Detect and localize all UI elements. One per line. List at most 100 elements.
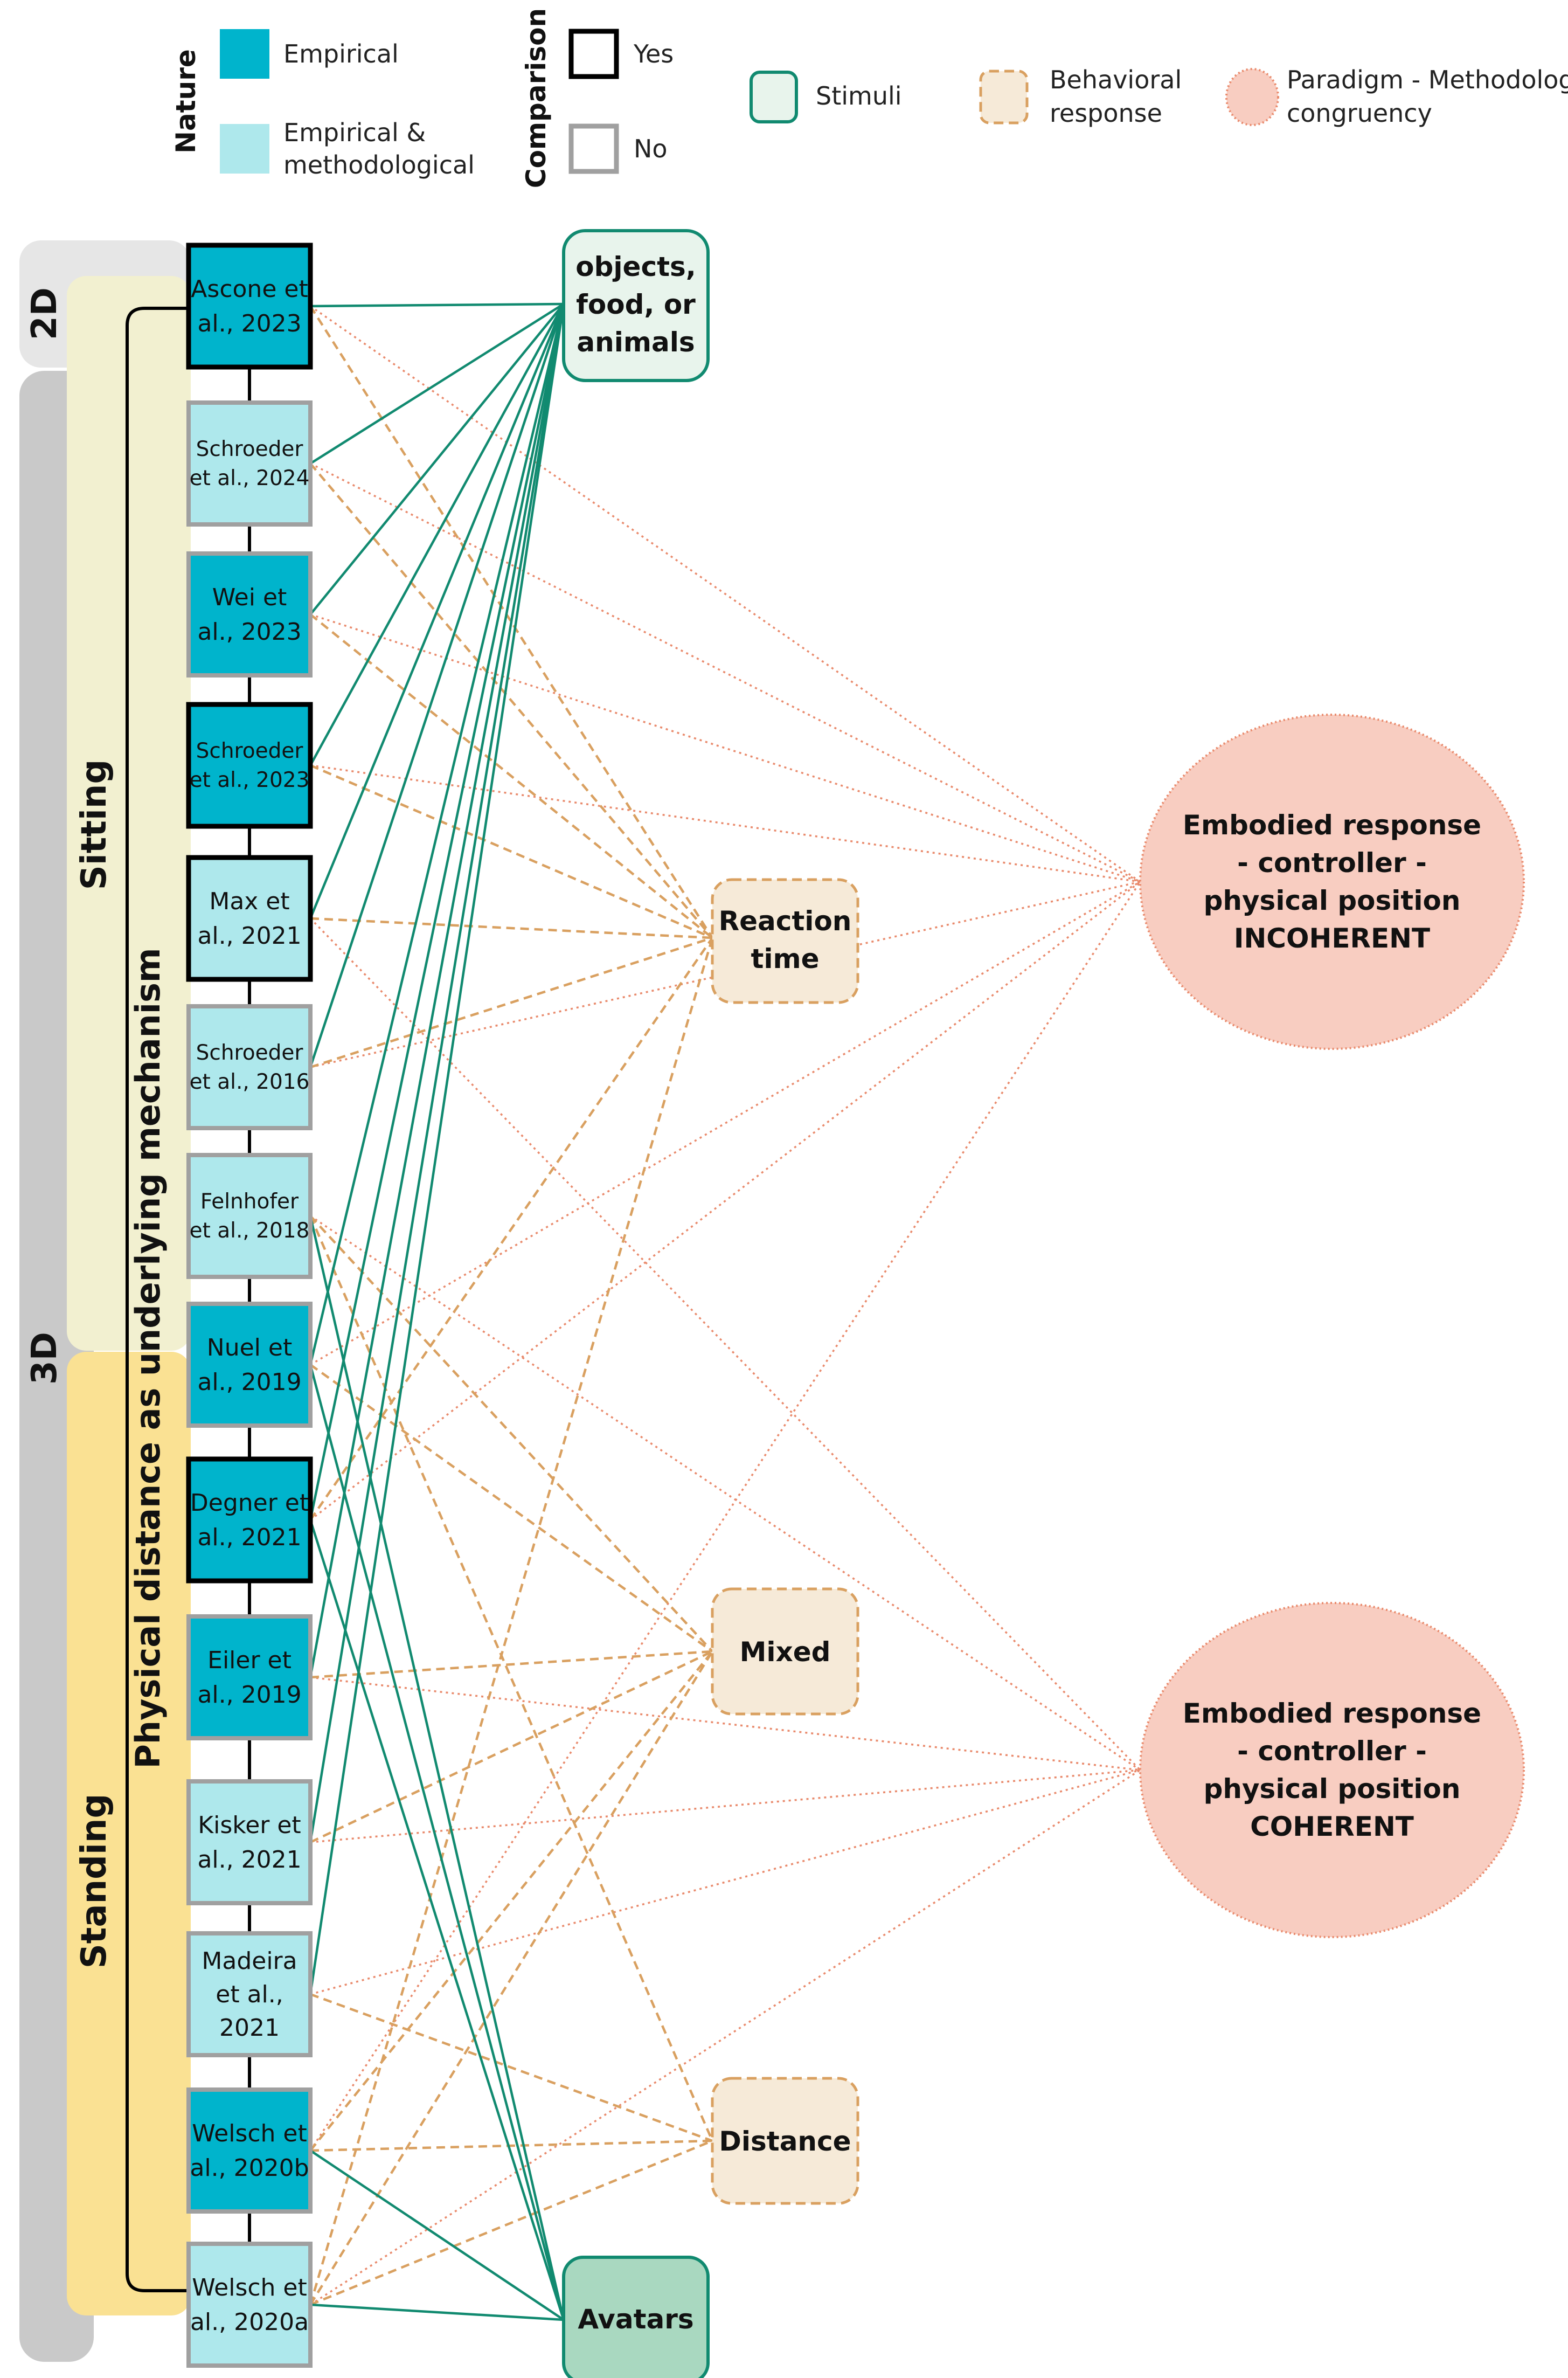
legend-label-no: No — [634, 134, 668, 163]
legend-swatch-yes — [568, 29, 619, 79]
stimuli-node-avatars: Avatars — [562, 2256, 710, 2378]
congruency-link — [310, 1215, 1141, 1771]
response-link — [309, 305, 713, 939]
legend-comparison-heading: Comparison — [521, 8, 552, 188]
stimuli-link — [309, 1519, 565, 2320]
legend-swatch-stimuli — [750, 71, 798, 123]
response-link — [310, 2139, 713, 2306]
response-links — [309, 305, 714, 2306]
stimuli-link — [309, 303, 565, 1365]
legend: Nature Empirical Empirical &methodologic… — [170, 8, 1568, 188]
stimuli-link — [309, 303, 565, 1678]
mechanism-label: Physical distance as underlying mechanis… — [128, 948, 168, 1768]
response-link — [309, 613, 713, 939]
congruency-node-coherent: Embodied response- controller -physical … — [1139, 1602, 1525, 1938]
svg-text:Avatars: Avatars — [578, 2304, 693, 2335]
stimuli-links — [309, 302, 565, 2321]
stimuli-link — [309, 2149, 565, 2321]
response-link — [310, 936, 713, 1069]
stimuli-link — [310, 2303, 564, 2321]
congruency-link — [310, 305, 1141, 883]
stimuli-link — [309, 303, 565, 1068]
response-link — [309, 1215, 713, 1653]
svg-text:Distance: Distance — [719, 2126, 851, 2157]
response-link — [310, 1993, 713, 2142]
stimuli-link — [309, 1364, 565, 2320]
svg-text:Embodied response- controller: Embodied response- controller -physical … — [1183, 1698, 1481, 1842]
stimuli-link — [309, 303, 565, 616]
group-label-standing: Standing — [74, 1794, 114, 1969]
svg-text:Embodied response- controller: Embodied response- controller -physical … — [1183, 810, 1481, 954]
response-link — [309, 1650, 713, 2306]
response-link — [310, 917, 713, 939]
legend-swatch-methodological — [220, 124, 269, 174]
response-link — [309, 1364, 713, 1653]
legend-swatch-empirical — [220, 29, 269, 79]
congruency-link — [309, 881, 1141, 2151]
stimuli-link — [309, 303, 565, 1520]
response-link — [309, 1650, 713, 2152]
group-label-sitting: Sitting — [74, 759, 114, 890]
legend-label-yes: Yes — [633, 39, 674, 68]
legend-label-methodological: Empirical &methodological — [283, 118, 475, 179]
svg-text:Mixed: Mixed — [740, 1636, 831, 1668]
stimuli-link — [310, 302, 564, 308]
response-node-mixed: Mixed — [711, 1587, 859, 1716]
congruency-link — [310, 1769, 1141, 2306]
legend-swatch-no — [568, 123, 619, 174]
legend-swatch-behavioral — [979, 70, 1029, 125]
legend-swatch-paradigm — [1225, 68, 1279, 126]
stimuli-link — [309, 303, 565, 1843]
stimuli-link — [309, 303, 565, 465]
stimuli-link — [309, 303, 565, 919]
response-link — [310, 1650, 713, 1844]
response-link — [310, 1650, 713, 1679]
group-label-2d: 2D — [25, 287, 65, 340]
congruency-link — [309, 917, 1141, 1771]
response-link — [309, 937, 713, 1521]
congruency-node-incoherent: Embodied response- controller -physical … — [1139, 714, 1525, 1050]
legend-label-empirical: Empirical — [283, 39, 399, 68]
stimuli-link — [309, 303, 565, 766]
response-node-distance: Distance — [711, 2077, 859, 2205]
group-label-3d: 3D — [25, 1332, 65, 1385]
response-link — [310, 764, 713, 939]
response-link — [310, 2139, 713, 2152]
congruency-links — [309, 305, 1141, 2306]
stimuli-link — [309, 303, 565, 1995]
congruency-link — [310, 1769, 1141, 1843]
congruency-link — [310, 462, 1141, 883]
stimuli-link — [309, 1215, 565, 2320]
